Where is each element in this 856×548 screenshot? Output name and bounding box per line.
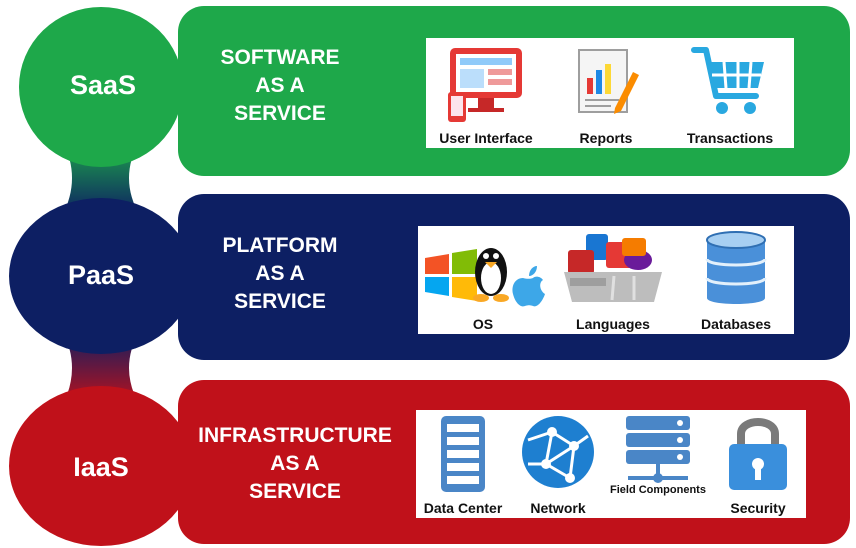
iaas-tier: INFRASTRUCTURE AS A SERVICE Data Center <box>178 380 850 544</box>
server-stack-icon <box>626 416 690 483</box>
bubble-chain <box>9 7 193 546</box>
network-item: Network <box>510 410 606 518</box>
reports-icon <box>578 49 639 114</box>
paas-bubble <box>9 198 193 354</box>
languages-label: Languages <box>576 316 650 332</box>
server-rack-icon <box>441 416 485 492</box>
apple-logo <box>512 266 545 307</box>
languages-item: Languages <box>548 226 678 334</box>
databases-item: Databases <box>678 226 794 334</box>
transactions-label: Transactions <box>686 130 774 146</box>
monitor-icon <box>448 48 522 122</box>
reports-label: Reports <box>579 130 633 146</box>
security-item: Security <box>710 410 806 518</box>
iaas-title: INFRASTRUCTURE AS A SERVICE <box>198 424 392 503</box>
data-center-item: Data Center <box>416 410 510 518</box>
padlock-icon <box>729 418 787 490</box>
field-components-label: Field Components <box>610 484 706 496</box>
saas-tier: SOFTWARE AS A SERVICE User Interface <box>178 6 850 176</box>
security-label: Security <box>730 500 786 516</box>
user-interface-item: User Interface <box>426 38 546 148</box>
iaas-abbr: IaaS <box>73 452 129 482</box>
iaas-bubble <box>9 386 193 546</box>
databases-label: Databases <box>700 316 772 332</box>
network-label: Network <box>530 500 586 516</box>
field-components-item: Field Components <box>606 410 710 518</box>
saas-title: SOFTWARE AS A SERVICE <box>220 46 340 125</box>
paas-panel: OS Languages Databases <box>418 226 794 334</box>
paas-tier: PLATFORM AS A SERVICE <box>178 194 850 360</box>
saas-abbr: SaaS <box>69 70 137 100</box>
os-label: OS <box>472 316 494 332</box>
data-center-label: Data Center <box>423 500 503 516</box>
saas-panel: User Interface Reports <box>426 38 794 148</box>
database-icon <box>705 231 767 304</box>
user-interface-label: User Interface <box>439 130 533 146</box>
os-item: OS <box>418 226 548 334</box>
saas-bubble <box>19 7 183 167</box>
paas-title: PLATFORM AS A SERVICE <box>222 234 338 313</box>
languages-icon <box>564 234 662 302</box>
transactions-item: Transactions <box>666 38 794 148</box>
linux-tux-logo <box>473 248 509 302</box>
os-logos-icon <box>425 248 545 307</box>
reports-item: Reports <box>546 38 666 148</box>
paas-abbr: PaaS <box>67 260 135 290</box>
globe-network-icon <box>522 416 594 488</box>
shopping-cart-icon <box>691 47 764 114</box>
windows-logo <box>425 249 477 301</box>
iaas-panel: Data Center Network <box>416 410 806 518</box>
